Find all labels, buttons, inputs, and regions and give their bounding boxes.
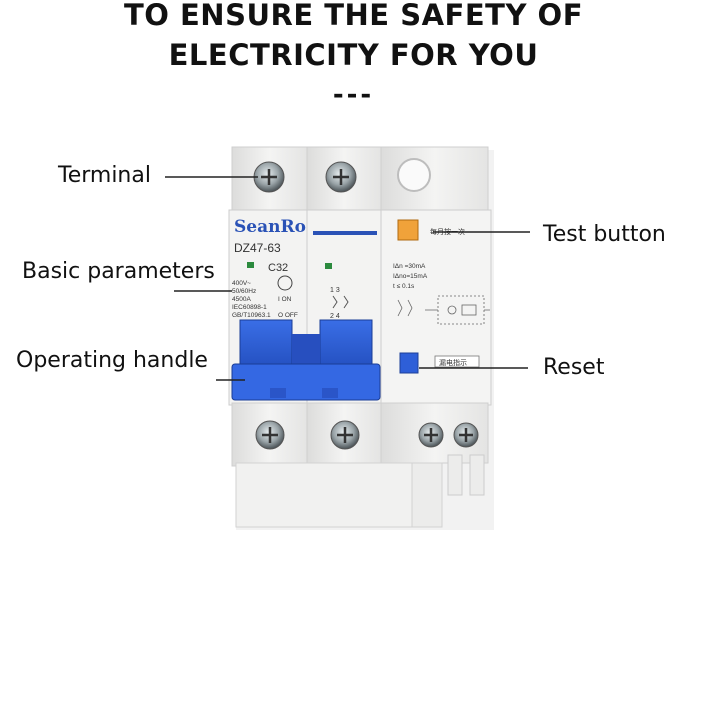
- rcd-schematic: [397, 295, 490, 325]
- top-screw-2: [325, 161, 357, 193]
- callout-lines: [165, 176, 530, 381]
- operating-handle-callout: Operating handle: [16, 348, 208, 373]
- terminal-callout: Terminal: [58, 163, 151, 188]
- headline-line-2: ELECTRICITY FOR YOU: [168, 38, 539, 72]
- status-led-1: [247, 262, 254, 268]
- ccc-mark: [277, 275, 293, 291]
- pole-terminals-bottom: 2 4: [330, 313, 340, 320]
- spec-freq: 50/60Hz: [232, 288, 256, 295]
- rcd-spec-3: t ≤ 0.1s: [393, 283, 415, 290]
- pole-schematic: [332, 295, 349, 309]
- reset-callout: Reset: [543, 355, 605, 380]
- bottom-screw-2: [330, 420, 360, 450]
- bottom-screw-3: [418, 422, 444, 448]
- model-label: DZ47-63: [234, 241, 281, 255]
- bottom-terminal-block: [231, 402, 489, 528]
- on-label: I ON: [278, 296, 292, 303]
- top-screw-1: [253, 161, 285, 193]
- top-screw-hole: [397, 158, 431, 192]
- bottom-screw-1: [255, 420, 285, 450]
- rcd-spec-1: IΔn =30mA: [393, 263, 426, 270]
- status-led-2: [325, 263, 332, 269]
- rcd-spec-2: IΔno=15mA: [393, 273, 428, 280]
- reset-button[interactable]: [399, 352, 419, 374]
- operating-handle[interactable]: [231, 319, 381, 401]
- reset-caption: 漏电指示: [439, 358, 467, 367]
- test-button-callout: Test button: [543, 222, 666, 247]
- spec-breaking: 4500A: [232, 296, 251, 303]
- pole-terminals-top: 1 3: [330, 287, 340, 294]
- spec-std-1: IEC60898-1: [232, 304, 267, 311]
- rating-label: C32: [268, 262, 288, 274]
- spec-std-2: GB/T10963.1: [232, 312, 271, 319]
- pole-2-blue-stripe: [313, 231, 377, 235]
- headline-line-1: TO ENSURE THE SAFETY OF: [123, 0, 584, 32]
- headline-dashes: ---: [332, 80, 375, 110]
- off-label: O OFF: [278, 312, 298, 319]
- test-button[interactable]: [397, 219, 419, 241]
- bottom-screw-4: [453, 422, 479, 448]
- brand-label: SeanRo: [234, 217, 306, 237]
- reset-caption-box: [434, 355, 480, 368]
- basic-parameters-callout: Basic parameters: [22, 259, 215, 284]
- spec-voltage: 400V~: [232, 280, 251, 287]
